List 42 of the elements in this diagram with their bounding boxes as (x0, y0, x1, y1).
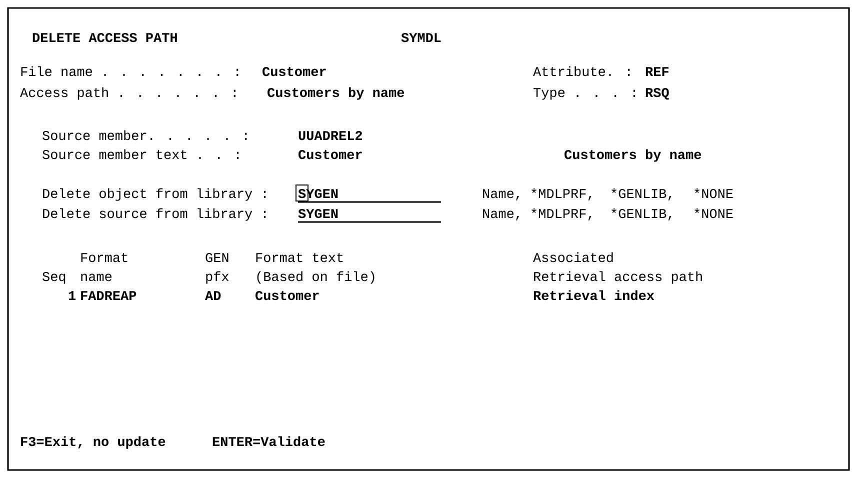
screen-text: (Based on file) (257, 271, 374, 284)
screen-text: Associated (533, 252, 613, 262)
screen-text: *GENLIB, (612, 188, 672, 200)
screen-text: Customers by name (564, 149, 702, 162)
screen-text: Customer (298, 150, 362, 160)
screen-text: *NONE (694, 208, 733, 218)
screen-text: Customer (262, 66, 326, 76)
screen-text: ENTER=Validate (212, 436, 325, 446)
screen-title: DELETE ACCESS PATH (32, 32, 177, 42)
screen-text: UUADREL2 (298, 130, 362, 140)
screen-text: pfx (206, 271, 229, 284)
screen-text: Format (81, 253, 128, 262)
screen-text: 1 (68, 291, 76, 300)
screen-text: Source member text . . : (42, 149, 239, 160)
screen-text: Format text (256, 253, 343, 262)
screen-text: Attribute. : (533, 66, 630, 76)
screen-text: Source member. . . . . : (42, 130, 247, 140)
screen-text: Retrieval access path (534, 271, 702, 284)
screen-text: Seq (42, 272, 66, 284)
screen-text: name (81, 274, 112, 282)
screen-text: Delete source from library : (43, 208, 266, 221)
screen-text: Delete object from library : (43, 188, 266, 201)
screen-text: *MDLPRF, (532, 208, 592, 220)
screen-text: Retrieval index (534, 290, 654, 300)
screen-text: *MDLPRF, (532, 188, 592, 200)
screen-text: FADREAP (81, 291, 136, 300)
screen-text: AD (205, 291, 221, 300)
screen-text: SYMDL (401, 32, 441, 42)
screen-text: GEN (206, 252, 228, 262)
screen-text: *NONE (694, 188, 733, 198)
screen-text: F3=Exit, no update (21, 436, 166, 449)
screen-text: Name, (483, 209, 519, 220)
input-field: SYGEN (298, 208, 441, 223)
screen-text: RSQ (646, 88, 669, 100)
screen-text: *GENLIB, (612, 208, 672, 220)
screen-text: Customers by name (268, 87, 404, 100)
screen-text: File name . . . . . . . : (21, 66, 238, 76)
screen-text: REF (646, 67, 668, 76)
screen-text: Customer (256, 290, 319, 300)
screen-text: Access path . . . . . . : (20, 87, 236, 100)
screen-text: Name, (483, 189, 519, 200)
screen-text: Type . . . : (534, 88, 636, 100)
